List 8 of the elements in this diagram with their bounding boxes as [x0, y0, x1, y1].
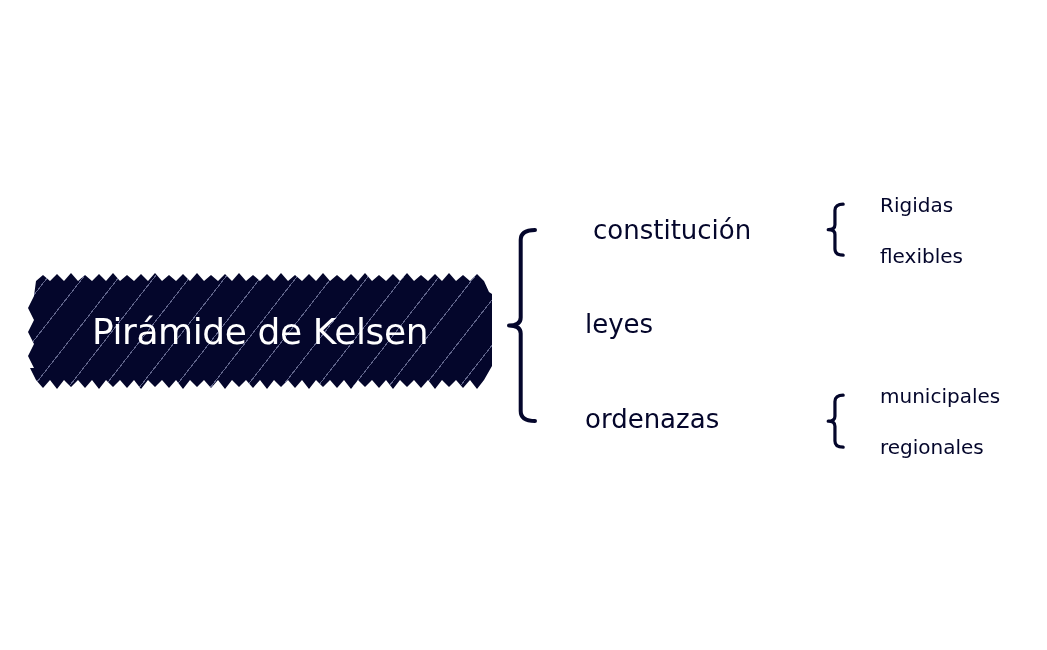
subcategory-label: Rigidas [880, 193, 954, 217]
node-title: Pirámide de Kelsen [91, 310, 429, 352]
subcategory-label: municipales [880, 384, 1001, 408]
category-label: leyes [585, 309, 654, 341]
subcategory-label: flexibles [880, 244, 963, 268]
category-label: ordenazas [585, 404, 720, 436]
category-label: constitución [593, 215, 752, 247]
subcategory-label: regionales [880, 435, 984, 459]
